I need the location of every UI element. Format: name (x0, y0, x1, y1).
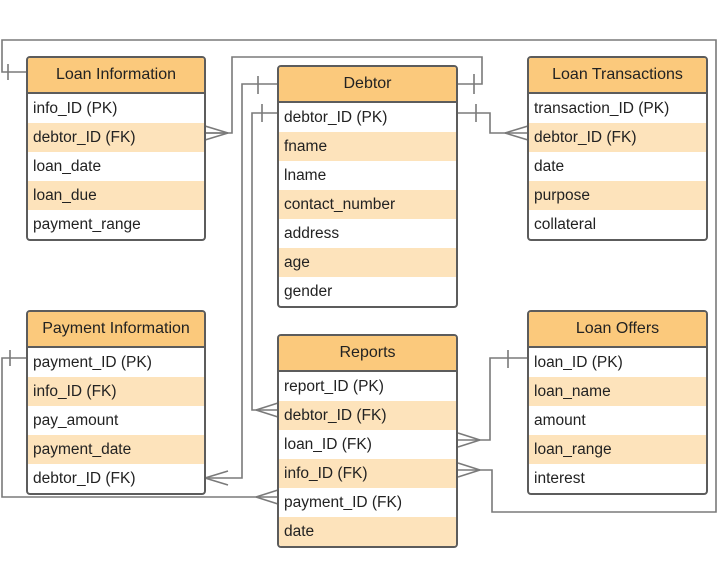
field-row: info_ID (FK) (279, 459, 456, 488)
entity-reports[interactable]: Reports report_ID (PK) debtor_ID (FK) lo… (277, 334, 458, 548)
rel-debtor-transactions (458, 112, 528, 134)
field-row: loan_due (28, 181, 204, 210)
rel-debtor-reports (251, 112, 278, 411)
field-row: debtor_ID (FK) (28, 123, 204, 152)
entity-title: Payment Information (28, 312, 204, 348)
entity-loan-offers[interactable]: Loan Offers loan_ID (PK) loan_name amoun… (527, 310, 708, 495)
field-row: purpose (529, 181, 706, 210)
field-row: amount (534, 412, 586, 429)
entity-title: Debtor (279, 67, 456, 103)
field-row: transaction_ID (PK) (534, 100, 670, 117)
field-row: loan_name (529, 377, 706, 406)
rel-debtor-payment (205, 83, 278, 479)
field-row: loan_date (33, 158, 102, 175)
field-row: age (279, 248, 456, 277)
entity-title: Loan Information (28, 58, 204, 94)
field-row: contact_number (279, 190, 456, 219)
field-row: payment_range (33, 216, 141, 233)
field-row: debtor_ID (FK) (529, 123, 706, 152)
entity-debtor[interactable]: Debtor debtor_ID (PK) fname lname contac… (277, 65, 458, 308)
field-row: report_ID (PK) (284, 378, 384, 395)
field-row: payment_ID (FK) (284, 494, 403, 511)
field-row: debtor_ID (PK) (284, 109, 388, 126)
entity-payment-information[interactable]: Payment Information payment_ID (PK) info… (26, 310, 206, 495)
field-row: payment_ID (PK) (33, 354, 152, 371)
field-row: interest (534, 470, 585, 487)
field-row: collateral (534, 216, 597, 233)
field-row: debtor_ID (FK) (33, 470, 136, 487)
field-row: fname (279, 132, 456, 161)
field-row: gender (284, 283, 333, 300)
entity-title: Loan Offers (529, 312, 706, 348)
field-row: info_ID (PK) (33, 100, 118, 117)
field-row: info_ID (FK) (28, 377, 204, 406)
field-row: loan_ID (PK) (534, 354, 623, 371)
field-row: debtor_ID (FK) (279, 401, 456, 430)
entity-loan-information[interactable]: Loan Information info_ID (PK) debtor_ID … (26, 56, 206, 241)
entity-title: Reports (279, 336, 456, 372)
rel-loaninfo-outer-loop (1, 39, 717, 513)
field-row: lname (284, 167, 327, 184)
entity-title: Loan Transactions (529, 58, 706, 94)
field-row: pay_amount (33, 412, 119, 429)
field-row: loan_ID (FK) (284, 436, 372, 453)
field-row: date (534, 158, 565, 175)
rel-offers-reports (458, 357, 528, 441)
field-row: payment_date (28, 435, 204, 464)
rel-payment-reports (1, 357, 278, 498)
field-row: loan_range (529, 435, 706, 464)
field-row: date (279, 517, 456, 546)
entity-loan-transactions[interactable]: Loan Transactions transaction_ID (PK) de… (527, 56, 708, 241)
field-row: address (284, 225, 340, 242)
